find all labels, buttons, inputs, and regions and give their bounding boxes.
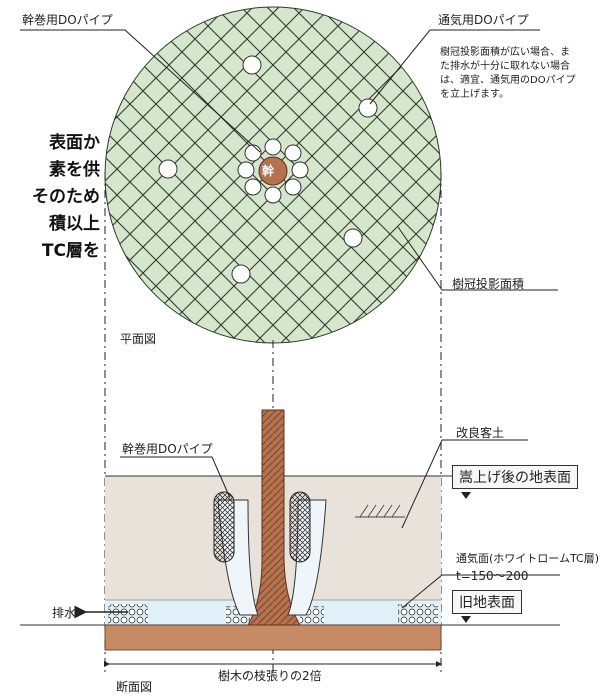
trunk-char: 幹 [262,164,275,178]
gravel-left [108,604,148,624]
trunk-section-hatch [248,410,300,625]
leader-trunk-pipe [20,29,261,153]
side-text-line: 積以上 [49,214,100,234]
label-crown-area: 樹冠投影面積 [452,277,525,291]
label-trunk-pipe-section: 幹巻用DOパイプ [122,442,213,456]
vent-note-line: を立上げます。 [440,89,509,100]
label-raised-surface: 嵩上げ後の地表面 [452,465,578,489]
vent-note-line: は、適宜、通気用のDOパイプ [440,75,576,86]
vent-pipe-marker [358,98,378,118]
trunk-pipe-ring [237,138,309,204]
old-surface-marker [461,616,471,623]
vent-pipe-marker [158,159,178,179]
vent-pipe-marker [231,264,251,284]
label-vent-pipe-top: 通気用DOパイプ [438,13,529,27]
plan-view [20,6,558,344]
base-soil [104,624,442,651]
leader-vent-pipe [369,29,540,105]
vent-note-line: た排水が十分に取れない場合 [440,61,570,72]
side-text-line: そのため [32,187,100,207]
label-drainage: 排水 [52,606,77,620]
gravel-right [398,604,438,624]
section-view [20,409,560,667]
vent-pipe-marker [242,55,262,75]
label-trunk-pipe-top: 幹巻用DOパイプ [22,13,113,27]
label-thickness: t=150〜200 [456,569,529,583]
trunk-plan [258,156,288,186]
side-text-line: TC層を [41,241,100,261]
label-span: 樹木の枝張りの2倍 [218,669,322,683]
vent-note: 樹冠投影面積が広い場合、ま た排水が十分に取れない場合 は、適宜、通気用のDOパ… [440,46,612,102]
trunk-pipe-left-cap [213,491,235,563]
vent-note-line: 樹冠投影面積が広い場合、ま [440,47,570,58]
label-improved-soil: 改良客土 [456,426,505,440]
ground-hatch-mark [355,504,405,518]
side-text-line: 素を供 [49,160,100,180]
leader-improved-soil [401,439,528,529]
vent-pipe-marker [343,228,363,248]
leader-trunk-pipe-section [120,456,231,499]
label-section-view: 断面図 [116,680,153,694]
leader-vent-layer [401,574,560,609]
leader-crown-area [397,226,558,291]
side-text-line: 表面か [49,133,100,153]
trunk-pipe-right-cap [289,491,311,563]
label-vent-layer: 通気面(ホワイトロームTC層) [456,552,600,565]
label-old-surface: 旧地表面 [452,590,522,614]
label-plan-view: 平面図 [120,332,157,346]
side-text: 表面か 素を供 そのため 積以上 TC層を [0,130,100,265]
raised-surface-marker [461,492,471,499]
